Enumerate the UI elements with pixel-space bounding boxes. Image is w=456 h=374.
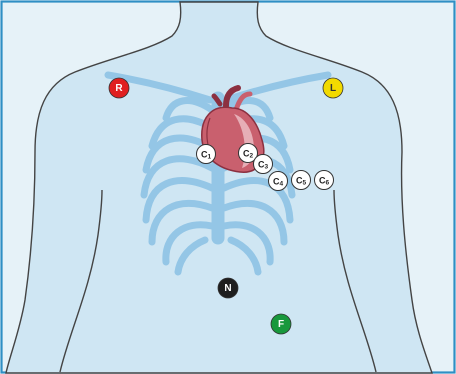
electrode-r: R <box>109 78 129 98</box>
electrode-label: L <box>330 83 336 94</box>
electrode-label: F <box>278 319 284 330</box>
electrode-c5: C5 <box>292 171 311 190</box>
electrode-f: F <box>271 314 291 334</box>
electrode-l: L <box>323 78 343 98</box>
electrode-n: N <box>218 278 238 298</box>
electrode-c1: C1 <box>197 145 216 164</box>
electrode-c3: C3 <box>254 155 273 174</box>
electrode-label: N <box>224 283 231 294</box>
electrode-c4: C4 <box>269 172 288 191</box>
electrode-c6: C6 <box>315 171 334 190</box>
electrode-label: R <box>115 83 123 94</box>
